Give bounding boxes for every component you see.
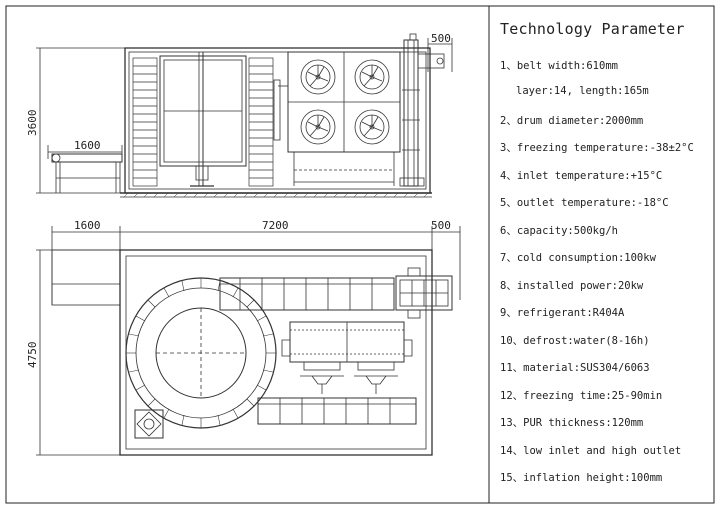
top-feed-dimension: 1600 <box>74 219 101 232</box>
parameter-line: 13、PUR thickness:120mm <box>500 417 644 429</box>
parameter-line: 3、freezing temperature:-38±2°C <box>500 142 694 154</box>
parameter-title: Technology Parameter <box>500 20 685 38</box>
parameter-line: 1、belt width:610mm <box>500 60 618 72</box>
parameter-line: 5、outlet temperature:-18°C <box>500 197 669 209</box>
top-depth-dimension: 4750 <box>26 342 39 369</box>
parameter-line: 15、inflation height:100mm <box>500 472 663 484</box>
parameter-line: 2、drum diameter:2000mm <box>500 115 644 127</box>
parameter-line: 4、inlet temperature:+15°C <box>500 170 663 182</box>
parameter-line: 9、refrigerant:R404A <box>500 307 625 319</box>
outer-border <box>5 5 715 504</box>
side-height-dimension: 3600 <box>26 110 39 137</box>
side-outlet-dimension: 500 <box>431 32 451 45</box>
parameter-line: 12、freezing time:25-90min <box>500 390 663 402</box>
side-feed-dimension: 1600 <box>74 139 101 152</box>
parameter-line: 10、defrost:water(8-16h) <box>500 335 650 347</box>
parameter-line: 8、installed power:20kw <box>500 280 644 292</box>
parameter-line: layer:14, length:165m <box>516 85 649 97</box>
top-view <box>36 226 461 456</box>
side-view <box>36 33 453 198</box>
parameter-line: 14、low inlet and high outlet <box>500 445 682 457</box>
parameter-line: 6、capacity:500kg/h <box>500 225 618 237</box>
parameter-line: 11、material:SUS304/6063 <box>500 362 650 374</box>
parameter-line: 7、cold consumption:100kw <box>500 252 656 264</box>
top-main-dimension: 7200 <box>262 219 289 232</box>
top-outlet-dimension: 500 <box>431 219 451 232</box>
